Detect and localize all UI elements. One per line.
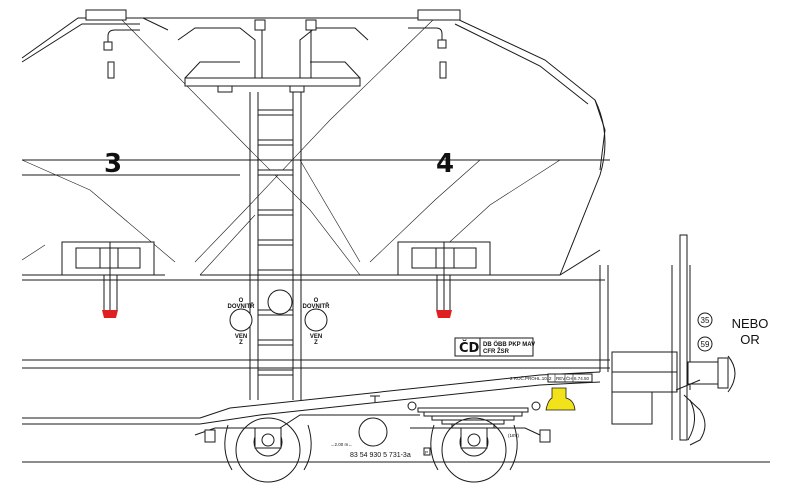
revision-cell-2: REV bbox=[556, 376, 565, 381]
valve-left-label-top: O bbox=[239, 298, 244, 304]
circle-mark-59 bbox=[697, 336, 713, 352]
circle-mark-59-text: 59 bbox=[701, 340, 710, 349]
brake-pointer-mark bbox=[370, 395, 380, 402]
discharge-outlet-red-left bbox=[102, 310, 118, 318]
valve-left-label-bottom: Z bbox=[239, 340, 243, 346]
distance-label: →2.00 m← bbox=[330, 442, 353, 447]
compartment-number-3: 3 bbox=[104, 149, 122, 179]
circle-mark-35-text: 35 bbox=[701, 316, 710, 325]
compartment-number-4: 4 bbox=[436, 149, 454, 179]
revision-cell-1: 2 bbox=[549, 376, 552, 381]
valve-right-label-bottom: Z bbox=[314, 340, 318, 346]
cd-logo-text: ČD bbox=[459, 340, 480, 356]
circle-mark-35 bbox=[697, 312, 713, 328]
discharge-left bbox=[61, 241, 155, 318]
valve-right: O DOVNITŘ VEN Z bbox=[303, 298, 331, 346]
rail-admin-panel: ČD DB ÖBB PKP MAV CFR ŽSR bbox=[454, 337, 535, 357]
underframe bbox=[22, 279, 770, 463]
wagon-end bbox=[599, 234, 736, 446]
side-marks: 35 59 NEBO OR bbox=[697, 312, 769, 352]
revision-cell-4: 6.74.50 bbox=[574, 376, 590, 381]
hopper-body bbox=[21, 9, 610, 276]
valve-right-label-out: VEN bbox=[310, 334, 322, 340]
revision-marks: 2 ROČ.PROHL.10.34 2 REV ČH 6.74.50 bbox=[510, 373, 593, 383]
valve-right-label-in: DOVNITŘ bbox=[303, 302, 331, 310]
brake-mark: (18V) bbox=[508, 433, 520, 438]
valve-left: O DOVNITŘ VEN Z bbox=[228, 298, 256, 346]
admin-row-2: CFR ŽSR bbox=[483, 347, 510, 355]
revision-text: 2 ROČ.PROHL.10.34 bbox=[510, 375, 554, 381]
valve-left-label-out: VEN bbox=[235, 334, 247, 340]
valve-left-label-in: DOVNITŘ bbox=[228, 302, 256, 310]
wagon-number-box: P bbox=[425, 450, 428, 455]
ladder-rungs bbox=[257, 109, 294, 376]
wagon-number: 83 54 930 5 731-3a bbox=[350, 452, 411, 459]
admin-row-1: DB ÖBB PKP MAV bbox=[483, 341, 535, 348]
or-label: OR bbox=[740, 332, 760, 347]
valve-right-label-top: O bbox=[314, 298, 319, 304]
revision-cell-3: ČH bbox=[566, 375, 573, 381]
nebo-label: NEBO bbox=[732, 316, 769, 331]
bogie bbox=[194, 401, 551, 483]
discharge-right bbox=[397, 241, 491, 318]
discharge-outlet-red-right bbox=[436, 310, 452, 318]
ladder-frame bbox=[177, 19, 369, 400]
coupling-yellow-part bbox=[545, 387, 576, 411]
